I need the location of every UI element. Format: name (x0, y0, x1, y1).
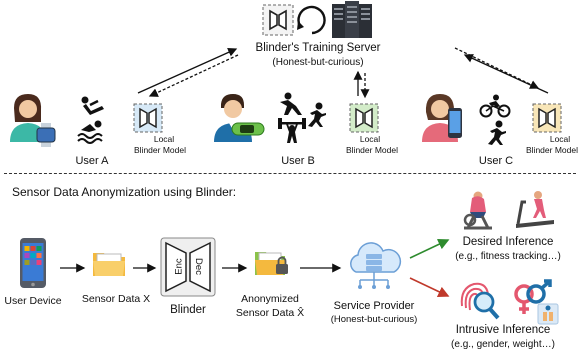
user-c-model-label-1: Local (549, 134, 571, 144)
user-a-model-label-1: Local (153, 134, 175, 144)
user-b-blinder-model-icon (349, 103, 379, 133)
anonymized-folder-icon (254, 247, 290, 277)
user-c-label: User C (478, 155, 514, 167)
sync-arrows (137, 47, 549, 99)
service-provider-sublabel: (Honest-but-curious) (330, 314, 418, 325)
user-device-label: User Device (4, 295, 62, 307)
exercise-bike-icon (456, 190, 500, 230)
desired-inference-title: Desired Inference (462, 236, 554, 248)
server-rack-icon (330, 0, 374, 40)
user-c-blinder-model-icon (532, 103, 562, 133)
user-a-model-label-2: Blinder Model (134, 145, 186, 155)
pipeline-title: Sensor Data Anonymization using Blinder: (12, 185, 237, 199)
running-icon-c (484, 120, 508, 146)
user-b-model-label-2: Blinder Model (346, 145, 398, 155)
smartwatch-icon (36, 123, 56, 147)
swimming-icon (76, 118, 106, 144)
intrusive-inference-title: Intrusive Inference (455, 324, 551, 336)
blinder-label: Blinder (170, 304, 206, 316)
server-model-icon (262, 4, 294, 36)
user-a-label: User A (75, 155, 109, 167)
desired-inference-sub: (e.g., fitness tracking…) (455, 251, 561, 262)
service-provider-label: Service Provider (333, 300, 415, 312)
user-b-model-label-1: Local (359, 134, 381, 144)
server-subtitle: (Honest-but-curious) (272, 57, 364, 68)
gender-symbol-icon (510, 279, 559, 325)
anonymized-label-2: Sensor Data X̂ (235, 307, 305, 319)
running-icon (304, 102, 328, 128)
user-b-label: User B (281, 155, 315, 167)
training-loop-arrow-icon (294, 2, 330, 38)
fitness-band-icon (230, 118, 266, 140)
blinder-model (160, 237, 216, 297)
intrusive-inference-sub: (e.g., gender, weight…) (451, 339, 555, 350)
cycling-icon (479, 94, 511, 118)
situp-icon (76, 95, 106, 117)
folder-icon (92, 249, 126, 277)
anonymized-label-1: Anonymized (241, 293, 299, 305)
server-title: Blinder's Training Server (255, 42, 381, 54)
user-c-model-label-2: Blinder Model (526, 145, 578, 155)
weightlifting-icon (278, 118, 306, 144)
stretching-icon (278, 92, 304, 116)
sensor-data-label: Sensor Data X (81, 293, 151, 305)
section-divider (4, 173, 576, 174)
fingerprint-magnifier-icon (456, 278, 500, 322)
treadmill-icon (512, 190, 556, 230)
smartphone-icon (448, 108, 462, 138)
user-device-icon (20, 238, 46, 288)
user-a-blinder-model-icon (133, 103, 163, 133)
service-provider-cloud-icon (346, 242, 402, 290)
